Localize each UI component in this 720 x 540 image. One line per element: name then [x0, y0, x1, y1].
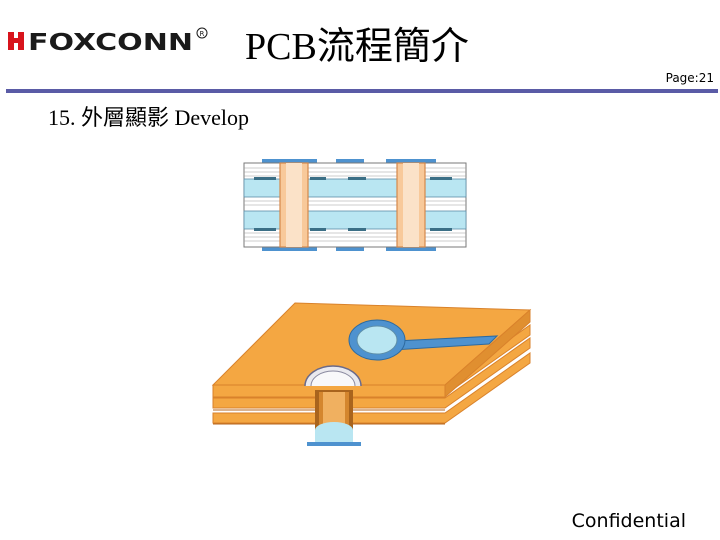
foxconn-logo-icon: FOXCONN R	[8, 27, 208, 56]
confidential-label: Confidential	[571, 510, 686, 532]
slide-subtitle: 15. 外層顯影 Develop	[48, 105, 250, 130]
header-divider	[6, 89, 718, 93]
svg-text:R: R	[200, 30, 205, 38]
pcb-layered-board-icon	[211, 302, 532, 446]
pcb-cross-section-icon	[243, 159, 467, 251]
page-number: Page:21	[665, 71, 714, 85]
logo-text: FOXCONN	[28, 30, 193, 56]
page-title: PCB流程簡介	[245, 26, 469, 68]
